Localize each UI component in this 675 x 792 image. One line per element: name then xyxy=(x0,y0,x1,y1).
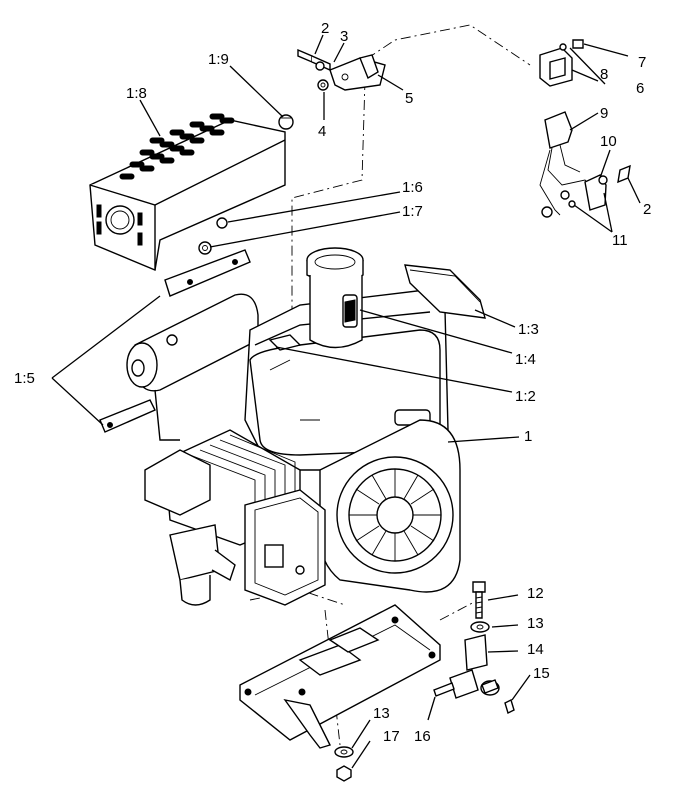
callout-5: 5 xyxy=(405,90,413,107)
callout-9: 9 xyxy=(600,105,608,122)
lower-screw xyxy=(504,699,515,714)
lower-washer xyxy=(334,746,354,758)
fuel-cap xyxy=(306,247,364,349)
decal xyxy=(404,264,486,319)
engine-base-plate xyxy=(239,604,441,749)
callout-10: 10 xyxy=(600,133,617,150)
callout-1-3: 1:3 xyxy=(518,321,539,338)
callout-13a: 13 xyxy=(527,615,544,632)
callout-1-5: 1:5 xyxy=(14,370,35,387)
muffler xyxy=(99,249,259,441)
callout-1-9: 1:9 xyxy=(208,51,229,68)
callout-1-2: 1:2 xyxy=(515,388,536,405)
callout-labels: 1:9 1:8 2 3 4 5 7 6 8 9 10 2 11 1:6 1:7 … xyxy=(14,20,651,745)
bracket-washer xyxy=(315,61,325,71)
spacer xyxy=(480,679,500,696)
switch-bracket xyxy=(539,47,573,87)
callout-15: 15 xyxy=(533,665,550,682)
callout-2b: 2 xyxy=(643,201,651,218)
callout-4: 4 xyxy=(318,123,326,140)
callout-2a: 2 xyxy=(321,20,329,37)
callout-6: 6 xyxy=(636,80,644,97)
shield-screw xyxy=(198,217,228,255)
cylinder-head-cover xyxy=(244,489,326,606)
callout-14: 14 xyxy=(527,641,544,658)
bracket-screw xyxy=(297,48,331,72)
wire-harness xyxy=(539,111,596,218)
callout-1-6: 1:6 xyxy=(402,179,423,196)
switch-washer xyxy=(559,43,567,51)
switch-screw xyxy=(572,39,584,49)
muffler-heat-shield xyxy=(89,113,286,271)
bracket-nut xyxy=(317,79,329,91)
callout-3: 3 xyxy=(340,28,348,45)
callout-8: 8 xyxy=(600,66,608,83)
callout-1-8: 1:8 xyxy=(126,85,147,102)
callout-1-4: 1:4 xyxy=(515,351,536,368)
callout-12: 12 xyxy=(527,585,544,602)
terminal-clips xyxy=(560,190,576,208)
callout-16: 16 xyxy=(414,728,431,745)
upper-washer xyxy=(470,621,490,633)
callout-11: 11 xyxy=(612,232,628,249)
callout-1-7: 1:7 xyxy=(402,203,423,220)
switch-mount-bracket xyxy=(464,634,488,671)
heat-shield-nut xyxy=(278,114,294,130)
lower-nut xyxy=(336,765,352,782)
leader-lines xyxy=(51,34,641,769)
callout-1: 1 xyxy=(524,428,532,445)
mounting-bracket xyxy=(329,54,386,91)
fuel-filter xyxy=(169,524,236,606)
base-bolt xyxy=(472,581,486,619)
callout-7: 7 xyxy=(638,54,646,71)
callout-17: 17 xyxy=(383,728,400,745)
blower-housing xyxy=(318,419,461,593)
interlock-switch xyxy=(433,669,479,699)
callout-13b: 13 xyxy=(373,705,390,722)
